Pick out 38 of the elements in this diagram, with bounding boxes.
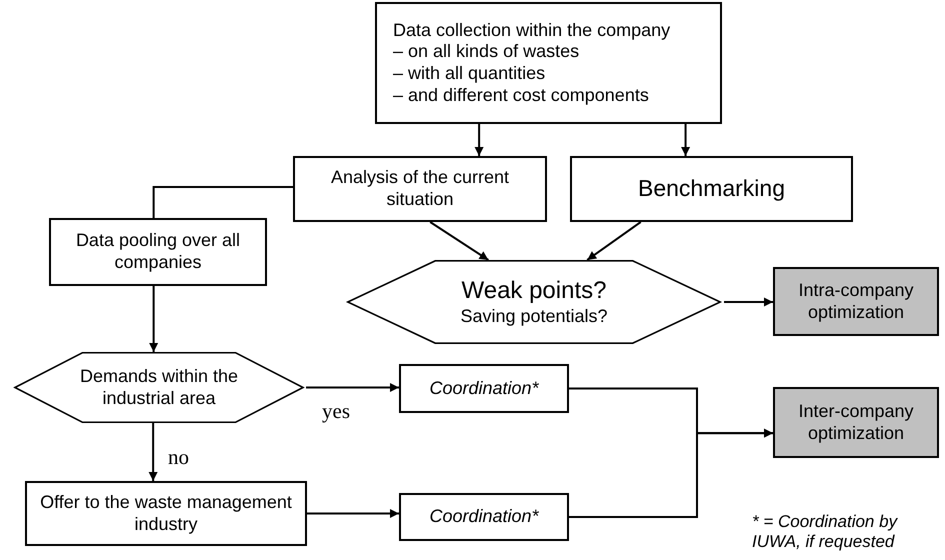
process-box <box>25 481 307 546</box>
node-text: Intra-company optimization <box>797 280 915 324</box>
node-text: Analysis of the current situation <box>330 167 510 211</box>
node-text: Weak points? <box>462 276 606 306</box>
arrow <box>681 124 690 156</box>
process-box <box>375 2 722 124</box>
node-text: Data pooling over all companies <box>74 230 242 274</box>
node-text: Coordination* <box>429 378 539 400</box>
process-box <box>293 156 547 222</box>
process-box <box>49 218 267 286</box>
arrow <box>307 509 399 518</box>
arrow <box>148 423 158 481</box>
node-text: – with all quantities <box>393 63 546 85</box>
process-box <box>399 364 569 413</box>
result-box <box>773 387 939 458</box>
decision-hexagon <box>344 260 724 344</box>
process-box <box>399 493 569 541</box>
node-text: Data collection within the company <box>393 20 670 42</box>
node-text: – and different cost components <box>393 84 649 106</box>
footnote: * = Coordination by IUWA, if requested <box>752 512 899 553</box>
node-text: Offer to the waste management industry <box>39 492 293 536</box>
decision-hexagon <box>12 352 306 423</box>
arrow <box>306 383 399 392</box>
arrow <box>430 221 489 261</box>
arrow <box>474 124 484 156</box>
connector-line <box>152 186 293 218</box>
node-text: Coordination* <box>429 506 539 528</box>
node-text: Benchmarking <box>638 175 786 203</box>
result-box <box>773 267 939 336</box>
node-text: – on all kinds of wastes <box>393 41 580 63</box>
process-box <box>570 156 853 222</box>
arrow <box>569 428 773 518</box>
node-text: Inter-company optimization <box>797 400 915 444</box>
arrow <box>149 286 158 352</box>
arrow <box>586 221 642 261</box>
node-text: Saving potentials? <box>460 306 608 328</box>
arrow <box>724 298 773 306</box>
node-text: Demands within the industrial area <box>78 366 240 410</box>
